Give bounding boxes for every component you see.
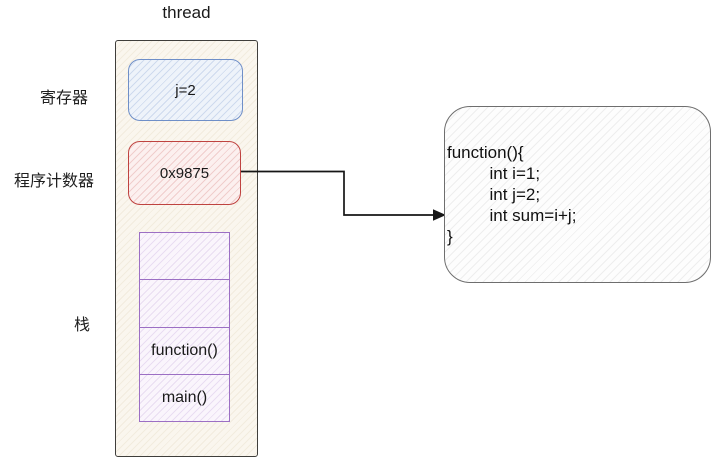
stack-cell-label: main() — [161, 388, 208, 406]
code-box — [444, 106, 711, 283]
program-counter-box: 0x9875 — [128, 141, 241, 205]
stack-cell: function() — [140, 326, 229, 374]
code-text: function(){ int i=1; int j=2; int sum=i+… — [447, 143, 577, 246]
stack-cell-label: function() — [151, 341, 218, 359]
stack-cell: main() — [140, 373, 229, 421]
side-label-program-counter: 程序计数器 — [13, 173, 94, 190]
stack-box: function() main() — [139, 232, 230, 422]
register-box: j=2 — [128, 59, 243, 121]
stack-cell — [140, 233, 229, 279]
side-label-register: 寄存器 — [39, 90, 88, 107]
program-counter-value: 0x9875 — [159, 164, 210, 182]
thread-title: thread — [162, 3, 211, 22]
stack-cell — [140, 279, 229, 326]
side-label-stack: 栈 — [73, 317, 90, 334]
register-value: j=2 — [175, 81, 196, 99]
